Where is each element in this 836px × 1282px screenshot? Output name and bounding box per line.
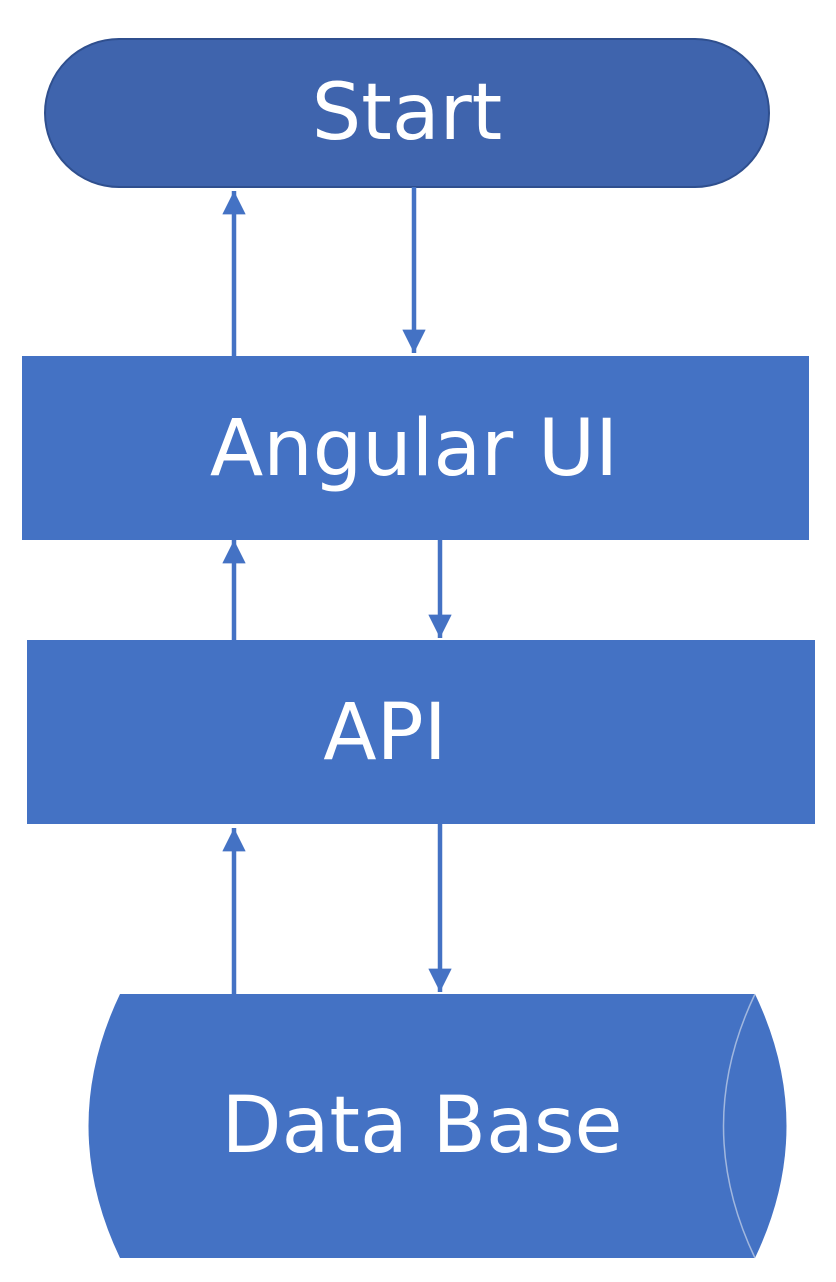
api-shape bbox=[27, 640, 815, 824]
database-label: Data Base bbox=[222, 1081, 623, 1171]
api-node: API bbox=[27, 640, 815, 824]
start-label: Start bbox=[312, 68, 503, 158]
angular-ui-node: Angular UI bbox=[22, 356, 809, 540]
angular-ui-label: Angular UI bbox=[210, 404, 618, 494]
database-inner-curve bbox=[722, 993, 756, 1259]
angular-ui-shape bbox=[22, 356, 809, 540]
database-shape bbox=[88, 994, 787, 1258]
start-node: Start bbox=[44, 38, 770, 188]
api-label: API bbox=[323, 688, 446, 778]
start-shape bbox=[44, 38, 770, 188]
database-node: Data Base bbox=[88, 993, 787, 1259]
